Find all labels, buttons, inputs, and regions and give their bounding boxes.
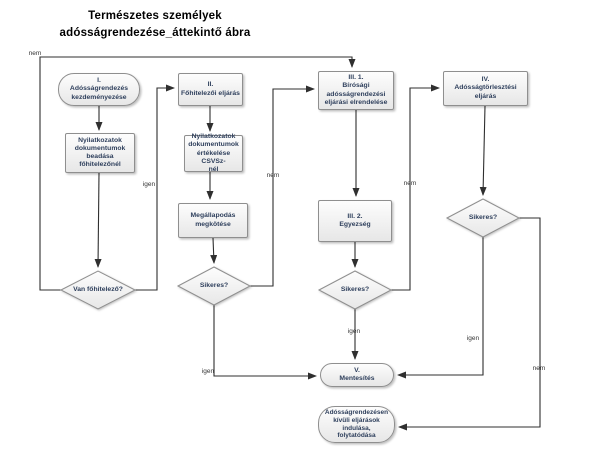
decision-agreement-successful-shape	[176, 266, 252, 306]
node-start: I. Adósságrendezés kezdeményezése	[58, 73, 140, 106]
edge-no-main-creditor-to-court	[39, 56, 356, 291]
node-start-label: I. Adósságrendezés kezdeményezése	[69, 77, 129, 101]
edge-label-yes-col3: igen	[347, 328, 361, 335]
edge-label-yes-col1: igen	[142, 181, 156, 188]
edge-label-no-col4: nem	[532, 365, 546, 372]
edge-agreement-no-to-court	[250, 85, 315, 287]
node-agreement: Megállapodás megkötése	[178, 203, 248, 238]
node-agreement-label: Megállapodás megkötése	[190, 212, 236, 228]
node-evaluate-docs-label: Nyilatkozatok dokumentumok értékelése CS…	[188, 133, 239, 173]
node-court-ordered: III. 1. Bírósági adósságrendezési eljárá…	[318, 71, 394, 110]
node-composition: III. 2. Egyezség	[318, 200, 392, 242]
node-discharge: V. Mentesítés	[320, 363, 394, 387]
edge-label-no-col3: nem	[403, 180, 417, 187]
decision-composition-successful: Sikeres?	[340, 285, 370, 293]
decision-has-main-creditor: Van főhitelező?	[73, 285, 123, 293]
node-debt-repayment-label: IV. Adósságtörlesztési eljárás	[454, 76, 517, 100]
edge-yes-main-creditor-to-procedure	[135, 84, 175, 291]
decision-agreement-successful: Sikeres?	[199, 281, 229, 289]
node-submit-docs: Nyilatkozatok dokumentumok beadása főhit…	[65, 133, 135, 173]
node-discharge-label: V. Mentesítés	[339, 366, 375, 382]
edge-submit-docs-to-has-main-creditor	[94, 172, 102, 268]
node-submit-docs-label: Nyilatkozatok dokumentumok beadása főhit…	[74, 136, 126, 169]
edge-composition-no-to-repayment	[391, 84, 440, 291]
edge-repayment-no-to-outside	[398, 217, 541, 431]
edge-label-yes-col2: igen	[201, 368, 215, 375]
node-main-creditor-procedure: II. Főhitelezői eljárás	[178, 73, 243, 106]
node-composition-label: III. 2. Egyezség	[339, 212, 371, 228]
edge-repayment-yes-to-discharge	[397, 237, 484, 379]
decision-has-main-creditor-shape	[59, 270, 137, 310]
edge-label-no-col2: nem	[266, 172, 280, 179]
edge-agreement-yes-to-discharge	[213, 305, 317, 380]
decision-composition-successful-shape	[317, 270, 393, 310]
node-outside-procedures-label: Adósságrendezésen kívüli eljárások indul…	[324, 409, 389, 440]
diagram-title: Természetes személyek adósságrendezése_á…	[59, 10, 251, 39]
decision-repayment-successful-shape	[445, 198, 521, 238]
node-court-ordered-label: III. 1. Bírósági adósságrendezési eljárá…	[324, 74, 388, 106]
node-main-creditor-procedure-label: II. Főhitelezői eljárás	[181, 81, 240, 97]
decision-repayment-successful: Sikeres?	[468, 213, 498, 221]
node-evaluate-docs: Nyilatkozatok dokumentumok értékelése CS…	[184, 133, 243, 173]
edge-agreement-to-successful	[210, 237, 218, 264]
edge-label-no-top: nem	[28, 50, 42, 57]
node-debt-repayment: IV. Adósságtörlesztési eljárás	[443, 71, 528, 106]
edge-label-yes-col4: igen	[466, 335, 480, 342]
node-outside-procedures: Adósságrendezésen kívüli eljárások indul…	[318, 406, 395, 443]
edge-repayment-to-successful	[479, 105, 487, 196]
